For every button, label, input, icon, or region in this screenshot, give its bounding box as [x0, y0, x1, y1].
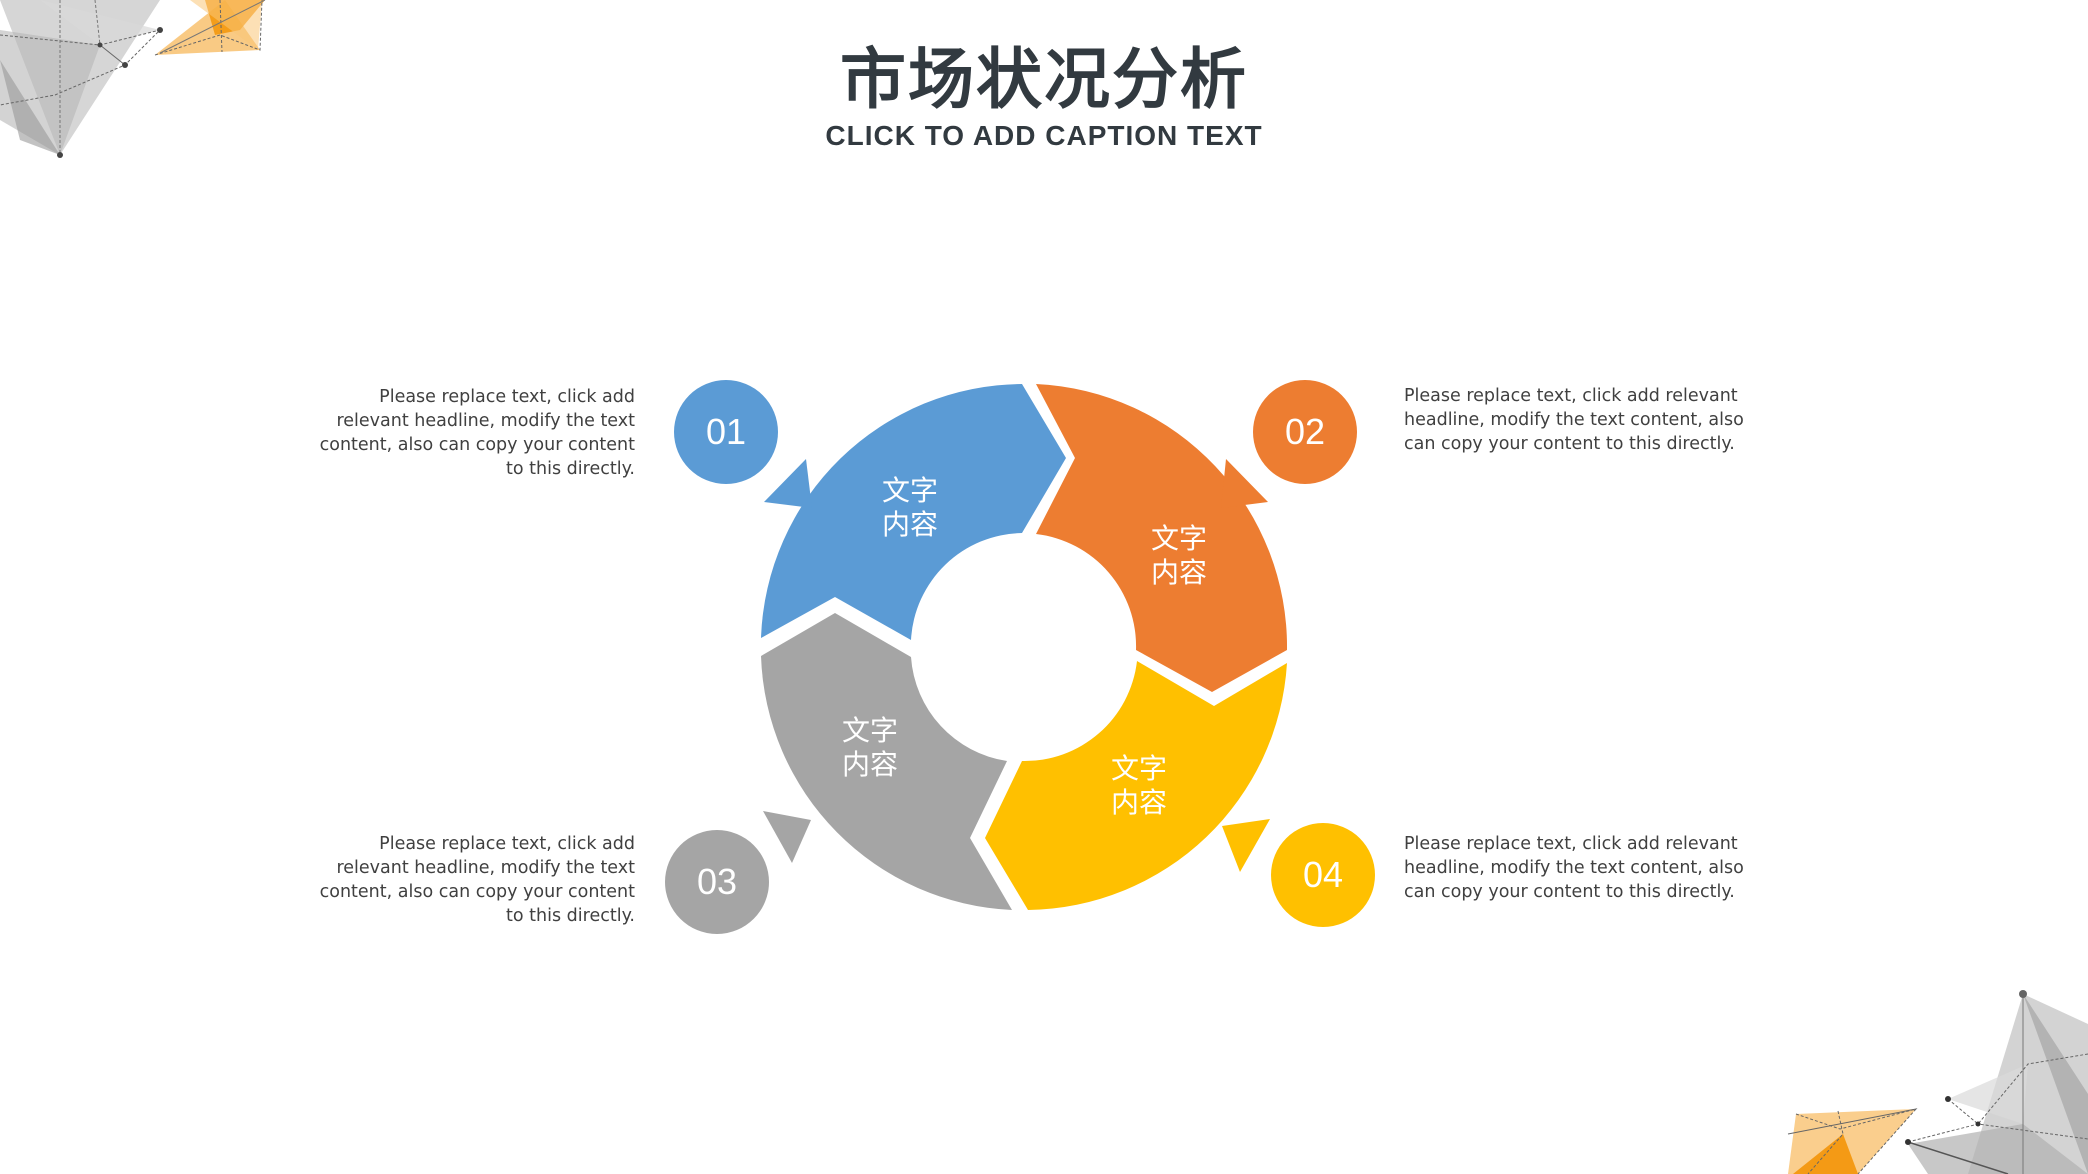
- number-badge-04: 04: [1271, 823, 1375, 927]
- pointer-triangle-02-icon: [1221, 459, 1268, 508]
- segment-label-blue: 文字 内容: [881, 474, 938, 541]
- description-04[interactable]: Please replace text, click add relevant …: [1404, 834, 1744, 902]
- cycle-segment-yellow[interactable]: [985, 661, 1287, 910]
- page-subtitle[interactable]: CLICK TO ADD CAPTION TEXT: [825, 120, 1263, 151]
- low-poly-decoration-top-left-icon: [0, 0, 266, 158]
- number-badge-02: 02: [1253, 380, 1357, 484]
- number-badge-03: 03: [665, 830, 769, 934]
- pointer-triangle-03-icon: [763, 811, 811, 863]
- low-poly-decoration-bottom-right-icon: [1787, 990, 2088, 1174]
- pointer-triangle-01-icon: [764, 459, 812, 508]
- description-03[interactable]: Please replace text, click add relevant …: [319, 834, 635, 926]
- segment-label-gray: 文字 内容: [841, 714, 898, 781]
- page-title: 市场状况分析: [840, 41, 1248, 118]
- description-01[interactable]: Please replace text, click add relevant …: [319, 387, 635, 479]
- description-02[interactable]: Please replace text, click add relevant …: [1404, 386, 1744, 454]
- cycle-segment-gray[interactable]: [761, 613, 1012, 910]
- segment-label-yellow: 文字 内容: [1110, 752, 1167, 819]
- segment-label-orange: 文字 内容: [1150, 522, 1207, 589]
- cycle-segment-blue[interactable]: [761, 384, 1066, 640]
- cycle-segment-orange[interactable]: [1036, 384, 1288, 692]
- pointer-triangle-04-icon: [1222, 819, 1270, 872]
- number-badge-01: 01: [674, 380, 778, 484]
